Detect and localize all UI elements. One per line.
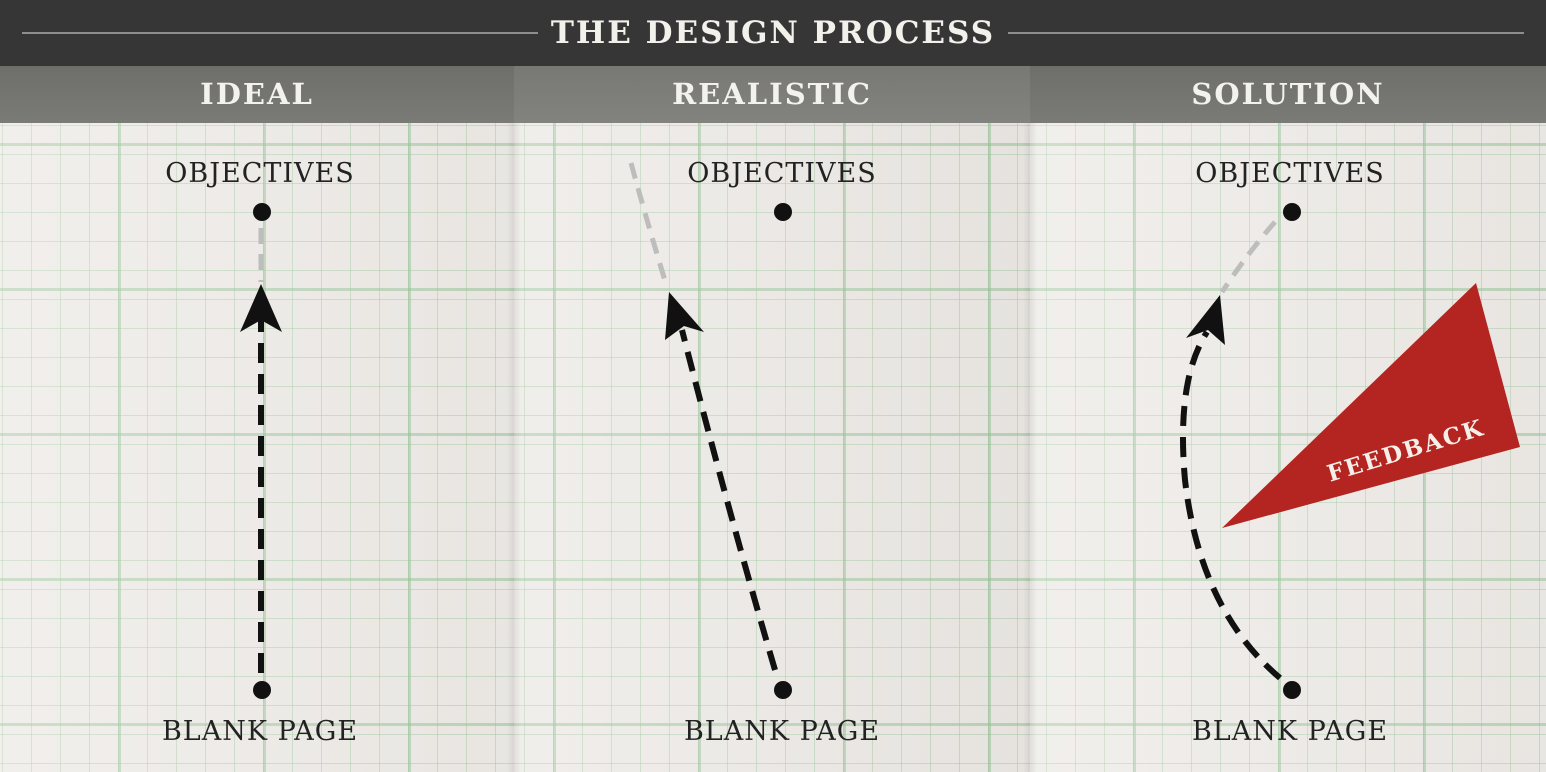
ideal-arrowhead [240, 284, 282, 332]
feedback-wedge: FEEDBACK [1222, 283, 1520, 528]
realistic-objectives-dot [774, 203, 792, 221]
objectives-label-ideal: OBJECTIVES [165, 158, 355, 189]
ideal-path-group [240, 203, 282, 699]
solution-objectives-dot [1283, 203, 1301, 221]
solution-blank-page-dot [1283, 681, 1301, 699]
blank-page-label-ideal: BLANK PAGE [161, 716, 359, 747]
realistic-path [679, 329, 778, 671]
realistic-path-group [628, 162, 792, 699]
blank-page-label-solution: BLANK PAGE [1191, 716, 1389, 747]
column-heading-realistic: REALISTIC [514, 66, 1030, 123]
realistic-faded-segment [628, 162, 669, 285]
title-bar: THE DESIGN PROCESS [0, 0, 1546, 66]
objectives-label-solution: OBJECTIVES [1195, 158, 1385, 189]
ideal-blank-page-dot [253, 681, 271, 699]
column-heading-solution: SOLUTION [1030, 66, 1546, 123]
diagram-title: THE DESIGN PROCESS [550, 15, 996, 51]
feedback-triangle [1222, 283, 1520, 528]
title-rule-left [22, 32, 538, 34]
objectives-label-realistic: OBJECTIVES [687, 158, 877, 189]
blank-page-label-realistic: BLANK PAGE [683, 716, 881, 747]
solution-path-group [1179, 203, 1301, 699]
realistic-blank-page-dot [774, 681, 792, 699]
realistic-arrowhead [665, 292, 704, 340]
paper-fold-1 [507, 123, 521, 772]
panel-shade-ideal [0, 123, 514, 772]
solution-faded-segment [1219, 220, 1277, 294]
title-rule-right [1008, 32, 1524, 34]
solution-arrowhead [1186, 295, 1225, 345]
paper-fold-2 [1023, 123, 1037, 772]
ideal-objectives-dot [253, 203, 271, 221]
column-heading-ideal: IDEAL [0, 66, 514, 123]
